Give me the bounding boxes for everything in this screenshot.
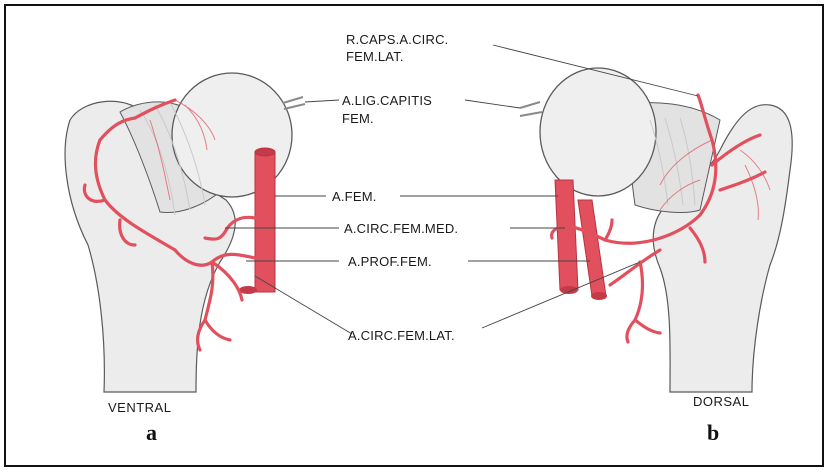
right-a-fem-vessel [555,180,578,290]
label-a-prof-fem: A.PROF.FEM. [348,254,432,269]
panel-label-b: b [707,420,719,446]
label-a-fem: A.FEM. [332,189,377,204]
left-a-fem-lower-opening [239,286,257,294]
left-a-fem-opening [255,148,275,156]
leader-a-lig-right [465,100,520,108]
right-femoral-head [540,68,656,196]
left-femur-ventral [65,73,305,392]
label-a-circ-fem-med: A.CIRC.FEM.MED. [344,221,458,236]
right-femur-dorsal [520,68,792,392]
leader-a-circ-lat-left [255,276,352,334]
label-a-lig-capitis-line1: A.LIG.CAPITIS [342,93,432,108]
right-vessel-opening-1 [560,286,578,294]
leader-a-lig-left [305,100,339,102]
label-a-circ-fem-lat: A.CIRC.FEM.LAT. [348,328,455,343]
right-lig-capitis-stump [520,102,542,116]
view-label-ventral: VENTRAL [108,400,171,415]
right-vessel-opening-2 [591,292,607,300]
label-r-caps-a-circ-line2: FEM.LAT. [346,49,404,64]
label-r-caps-a-circ-line1: R.CAPS.A.CIRC. [346,32,448,47]
left-a-fem-vessel [255,152,275,292]
label-a-lig-capitis-line2: FEM. [342,111,374,126]
view-label-dorsal: DORSAL [693,394,749,409]
panel-label-a: a [146,420,157,446]
